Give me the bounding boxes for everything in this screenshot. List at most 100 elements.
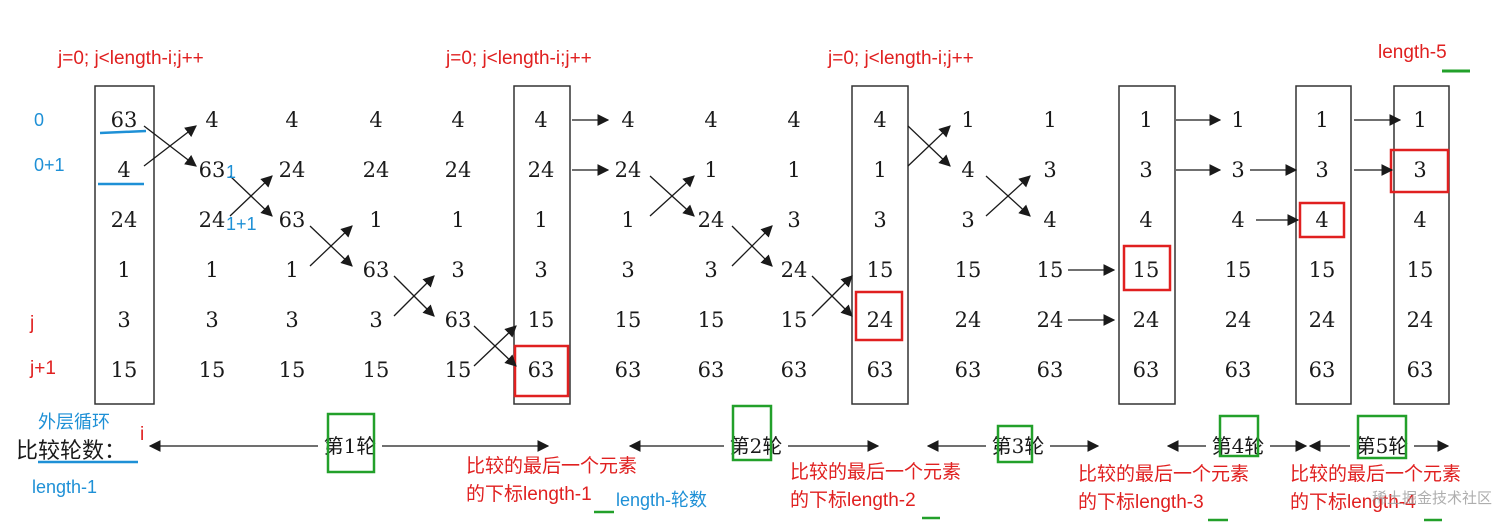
- cell-c15-r5: 63: [1407, 358, 1434, 382]
- settled-box-63: [513, 344, 570, 398]
- round-label-bg-5: [1350, 432, 1414, 460]
- cell-c7-r2: 24: [698, 208, 725, 232]
- column-box-after-round-5: [1393, 85, 1450, 405]
- cell-c6-r2: 1: [621, 208, 634, 232]
- cell-c0-r0: 63: [111, 108, 138, 132]
- cell-c9-r1: 1: [873, 158, 886, 182]
- round-number-box-5: [1356, 414, 1408, 460]
- cell-c11-r1: 3: [1043, 158, 1056, 182]
- cell-c11-r5: 63: [1037, 358, 1064, 382]
- settled-box-4: [1298, 201, 1346, 239]
- round-ranges: 第1轮第2轮第3轮第4轮第5轮: [148, 404, 1450, 474]
- cell-c8-r3: 24: [781, 258, 808, 282]
- cell-c10-r4: 24: [955, 308, 982, 332]
- cell-c9-r3: 15: [867, 258, 894, 282]
- cell-c13-r5: 63: [1225, 358, 1252, 382]
- note-3-line2: 的下标length-3: [1078, 491, 1204, 513]
- round-label-1: 第1轮: [324, 434, 377, 458]
- cell-c15-r4: 24: [1407, 308, 1434, 332]
- swap-arrow-4-1: [473, 325, 517, 367]
- swap-arrow-5-1: [649, 175, 695, 217]
- cell-c6-r4: 15: [615, 308, 642, 332]
- cell-c12-r3: 15: [1133, 258, 1160, 282]
- cell-c13-r3: 15: [1225, 258, 1252, 282]
- cell-c11-r4: 24: [1037, 308, 1064, 332]
- cell-c2-r4: 3: [285, 308, 298, 332]
- round-label-3: 第3轮: [992, 434, 1045, 458]
- cell-c1-r1: 63: [199, 158, 226, 182]
- cell-c10-r5: 63: [955, 358, 982, 382]
- swap-arrow-8-1: [907, 125, 951, 167]
- mid-label-1: 1: [226, 162, 236, 182]
- cell-c15-r2: 4: [1413, 208, 1426, 232]
- cell-c15-r1: 3: [1413, 158, 1426, 182]
- cell-c7-r3: 3: [704, 258, 717, 282]
- cell-c15-r0: 1: [1413, 108, 1426, 132]
- row-label-j-plus-1: j+1: [29, 358, 56, 379]
- cell-c1-r4: 3: [205, 308, 218, 332]
- cell-c8-r4: 15: [781, 308, 808, 332]
- outer-loop-variable: i: [140, 424, 144, 445]
- outer-loop-title: 外层循环: [38, 412, 110, 432]
- swap-arrow-3-1: [393, 275, 435, 317]
- cell-c2-r0: 4: [285, 108, 298, 132]
- round-count-value: length-1: [32, 477, 97, 497]
- cell-c2-r3: 1: [285, 258, 298, 282]
- cell-c8-r0: 4: [787, 108, 800, 132]
- cell-c14-r0: 1: [1315, 108, 1328, 132]
- cell-c12-r0: 1: [1139, 108, 1152, 132]
- cell-c14-r2: 4: [1315, 208, 1328, 232]
- cell-c7-r4: 15: [698, 308, 725, 332]
- settled-box-24: [854, 290, 904, 342]
- cell-c4-r1: 24: [445, 158, 472, 182]
- cell-c1-r3: 1: [205, 258, 218, 282]
- cell-c3-r4: 3: [369, 308, 382, 332]
- cell-c7-r5: 63: [698, 358, 725, 382]
- cell-c13-r2: 4: [1231, 208, 1244, 232]
- row-label-j: j: [29, 313, 34, 334]
- cell-c4-r2: 1: [451, 208, 464, 232]
- underline-first-value: [99, 129, 147, 135]
- cell-c13-r1: 3: [1231, 158, 1244, 182]
- cell-c5-r4: 15: [528, 308, 555, 332]
- round-number-box-1: [326, 412, 376, 474]
- cell-c4-r4: 63: [445, 308, 472, 332]
- cell-c4-r0: 4: [451, 108, 464, 132]
- round-label-bg-2: [724, 432, 788, 460]
- cell-c8-r2: 3: [787, 208, 800, 232]
- cell-c4-r5: 15: [445, 358, 472, 382]
- value-grid: 6342413154632413154246313154241633154241…: [111, 108, 1434, 382]
- settled-box-15: [1122, 244, 1172, 292]
- note-1-line2: 的下标length-1: [466, 483, 592, 505]
- round-label-5: 第5轮: [1356, 434, 1409, 458]
- loop-label-round-1: j=0; j<length-i;j++: [57, 48, 204, 69]
- cell-c3-r2: 1: [369, 208, 382, 232]
- watermark: 稀土掘金技术社区: [1372, 489, 1492, 507]
- cell-c9-r2: 3: [873, 208, 886, 232]
- cell-c12-r2: 4: [1139, 208, 1152, 232]
- cell-c9-r5: 63: [867, 358, 894, 382]
- round-number-box-3: [996, 424, 1034, 464]
- note-2-line2: 的下标length-2: [790, 489, 916, 511]
- cell-c11-r2: 4: [1043, 208, 1056, 232]
- carry-arrows: [572, 114, 1402, 326]
- cell-c1-r5: 15: [199, 358, 226, 382]
- round-number-box-4: [1218, 414, 1260, 458]
- cell-c14-r4: 24: [1309, 308, 1336, 332]
- cell-c8-r1: 1: [787, 158, 800, 182]
- final-length-label: length-5: [1378, 42, 1447, 63]
- cell-c10-r3: 15: [955, 258, 982, 282]
- cell-c3-r3: 63: [363, 258, 390, 282]
- round-count-label: 比较轮数：: [16, 439, 126, 464]
- cell-c2-r1: 24: [279, 158, 306, 182]
- cell-c12-r1: 3: [1139, 158, 1152, 182]
- cell-c0-r2: 24: [111, 208, 138, 232]
- cell-c7-r1: 1: [704, 158, 717, 182]
- round-label-2: 第2轮: [730, 434, 783, 458]
- cell-c6-r1: 24: [615, 158, 642, 182]
- cell-c8-r5: 63: [781, 358, 808, 382]
- cell-c0-r3: 1: [117, 258, 130, 282]
- cell-c9-r0: 4: [873, 108, 886, 132]
- cell-c5-r3: 3: [534, 258, 547, 282]
- cell-c6-r3: 3: [621, 258, 634, 282]
